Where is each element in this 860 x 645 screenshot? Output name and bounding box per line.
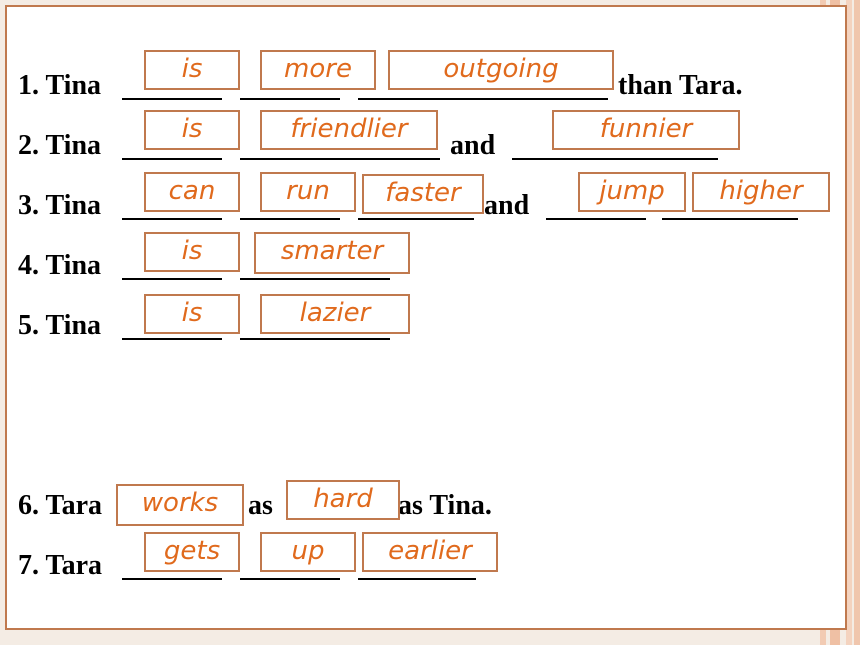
answer-box: jump: [578, 172, 686, 212]
sentence-6-prefix: 6. Tara: [18, 490, 103, 521]
sentence-6-mid: as: [248, 490, 273, 521]
sentence-1-prefix: 1. Tina: [18, 70, 102, 101]
answer-box: can: [144, 172, 240, 212]
blank: [240, 338, 390, 340]
sentence-1-suffix: than Tara.: [618, 70, 743, 101]
answer-box: run: [260, 172, 356, 212]
answer-box: gets: [144, 532, 240, 572]
blank: [358, 218, 474, 220]
sentence-3-mid: and: [484, 190, 530, 221]
decor-stripe: [854, 0, 860, 645]
blank: [546, 218, 646, 220]
blank: [122, 278, 222, 280]
blank: [240, 218, 340, 220]
answer-box: smarter: [254, 232, 410, 274]
blank: [122, 98, 222, 100]
blank: [240, 98, 340, 100]
answer-box: is: [144, 110, 240, 150]
sentence-2-mid: and: [450, 130, 496, 161]
answer-box: friendlier: [260, 110, 438, 150]
blank: [240, 278, 390, 280]
blank: [662, 218, 798, 220]
answer-box: is: [144, 294, 240, 334]
answer-box: lazier: [260, 294, 410, 334]
answer-box: up: [260, 532, 356, 572]
answer-box: outgoing: [388, 50, 614, 90]
answer-box: is: [144, 50, 240, 90]
blank: [512, 158, 718, 160]
answer-box: higher: [692, 172, 830, 212]
blank: [358, 578, 476, 580]
blank: [122, 218, 222, 220]
sentence-6-suffix: as Tina.: [398, 490, 492, 521]
answer-box: more: [260, 50, 376, 90]
answer-box: faster: [362, 174, 484, 214]
answer-box: hard: [286, 480, 400, 520]
sentence-3-prefix: 3. Tina: [18, 190, 102, 221]
answer-box: is: [144, 232, 240, 272]
sentence-2-prefix: 2. Tina: [18, 130, 102, 161]
answer-box: works: [116, 484, 244, 526]
blank: [122, 578, 222, 580]
answer-box: earlier: [362, 532, 498, 572]
sentence-7-prefix: 7. Tara: [18, 550, 103, 581]
blank: [358, 98, 608, 100]
sentence-5-prefix: 5. Tina: [18, 310, 102, 341]
answer-box: funnier: [552, 110, 740, 150]
blank: [122, 158, 222, 160]
sentence-4-prefix: 4. Tina: [18, 250, 102, 281]
decor-stripe: [846, 0, 852, 645]
blank: [122, 338, 222, 340]
blank: [240, 158, 440, 160]
blank: [240, 578, 340, 580]
